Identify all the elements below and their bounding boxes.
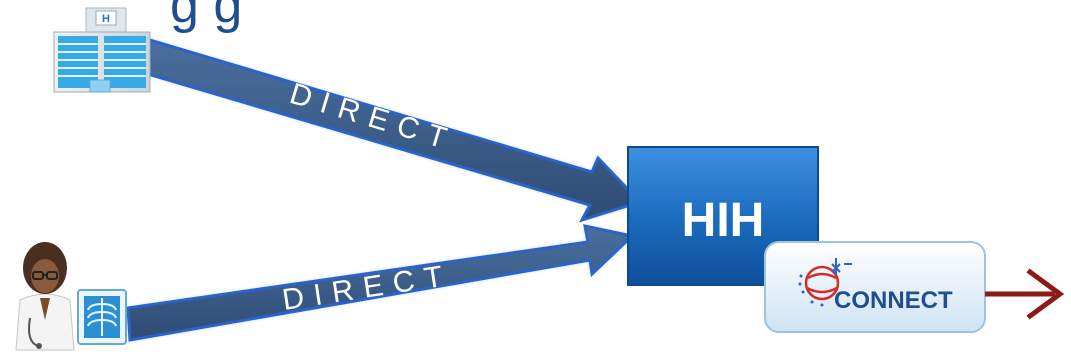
bottom-direct-arrow: DIRECT: [126, 224, 636, 342]
top-direct-arrow: DIRECT: [146, 38, 643, 223]
doctor-icon: [15, 242, 75, 351]
outgoing-arrow-icon: [985, 268, 1065, 320]
connect-gateway: CONNECT: [764, 241, 986, 333]
xray-icon: [77, 289, 127, 345]
bottom-arrow-label: DIRECT: [280, 259, 455, 317]
connect-logo-icon: [798, 258, 852, 307]
hospital-building-icon: H: [53, 7, 151, 93]
hospital-sign-letter: H: [102, 13, 110, 25]
connect-label: CONNECT: [834, 287, 953, 314]
hih-label: HIH: [682, 194, 765, 247]
title-fragment: g g: [170, 0, 242, 34]
